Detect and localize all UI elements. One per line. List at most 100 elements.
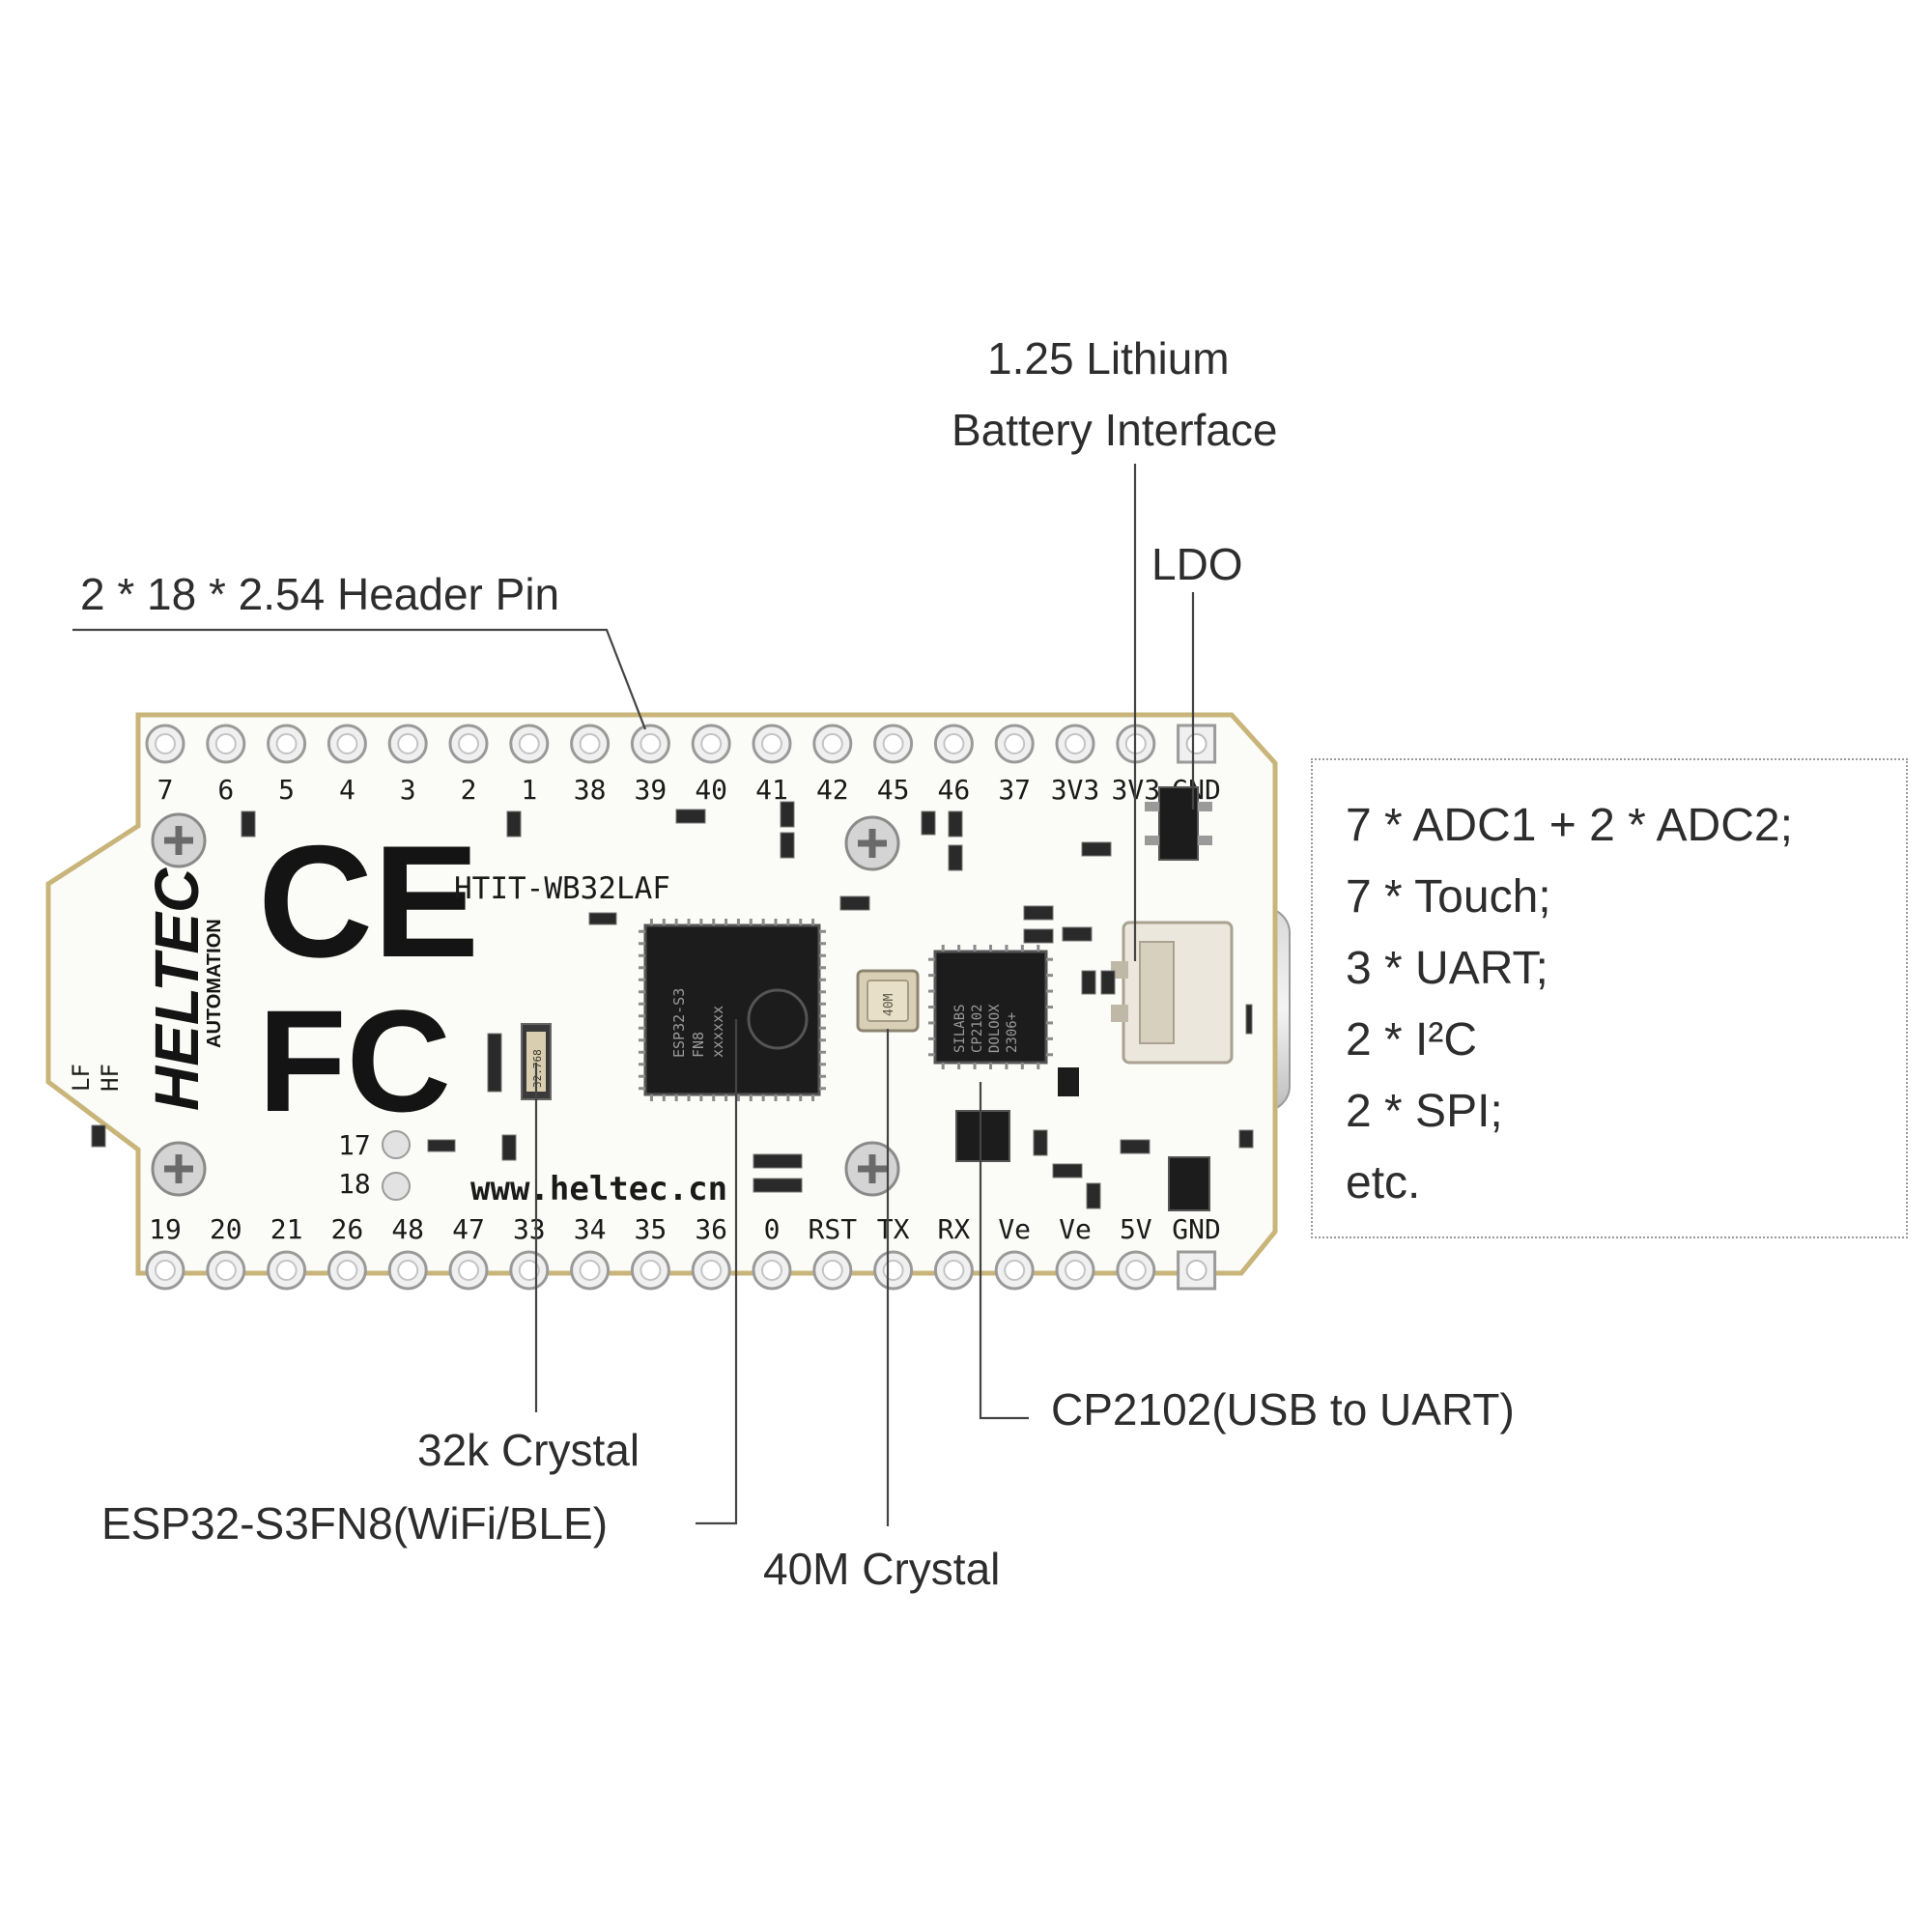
chip-pin [928, 1021, 935, 1025]
header-pin-hole [943, 733, 965, 754]
chip-pin [1020, 1063, 1024, 1069]
spec-line: 7 * ADC1 + 2 * ADC2; [1346, 800, 1793, 851]
passive-component [1081, 970, 1096, 995]
chip-pin [819, 1002, 826, 1006]
hf-label: HF [97, 1064, 124, 1092]
header-pin-hole [943, 1260, 965, 1281]
top-header-holes [145, 724, 1217, 764]
chip-pin [724, 1094, 728, 1101]
header-pin-hole [1065, 1260, 1086, 1281]
chip-pin [1046, 974, 1053, 978]
chip-pin [819, 978, 826, 981]
chip-pin [1046, 1053, 1053, 1057]
bottom-pin-label: 34 [574, 1213, 607, 1245]
chip-pin [1037, 1063, 1040, 1069]
header-pin-hole [1004, 733, 1026, 754]
header-pin-hole [882, 733, 904, 754]
chip-pin [1046, 989, 1053, 993]
callout-ldo: LDO [1151, 539, 1243, 589]
callout-32k-crystal: 32k Crystal [417, 1425, 640, 1475]
chip-pin [674, 1094, 678, 1101]
chip-pin [928, 1037, 935, 1040]
chip-pin [662, 1094, 666, 1101]
callout-header-pin: 2 * 18 * 2.54 Header Pin [80, 569, 560, 619]
bottom-pin-label: 20 [210, 1213, 242, 1245]
passive-component [1245, 1004, 1253, 1035]
chip-pin [989, 1063, 992, 1069]
esp32-chip: ESP32-S3 FN8 xxxxxx [639, 919, 826, 1101]
top-pin-label: 45 [877, 774, 910, 806]
chip-pin [761, 919, 765, 925]
passive-component [501, 1134, 517, 1161]
cp2102-marking-2: CP2102 [970, 1004, 985, 1053]
header-pin-hole [275, 1260, 298, 1281]
passive-component [427, 1139, 456, 1152]
chip-pin [928, 974, 935, 978]
cp2102-marking-3: DOLOOX [987, 1004, 1003, 1053]
chip-pin [639, 966, 645, 970]
header-pin-hole [639, 1260, 662, 1281]
top-pin-label: 7 [157, 774, 174, 806]
chip-pin [639, 929, 645, 933]
chip-pin [639, 1038, 645, 1042]
bottom-pin-label: GND [1172, 1213, 1221, 1245]
top-pin-label: 5 [278, 774, 295, 806]
header-pin-hole [397, 1260, 419, 1281]
specs-box: 7 * ADC1 + 2 * ADC2; 7 * Touch; 3 * UART… [1311, 758, 1908, 1238]
spec-line: 2 * SPI; [1346, 1086, 1503, 1137]
passive-component [839, 895, 870, 911]
chip-pin [639, 1050, 645, 1054]
chip-pin [639, 1074, 645, 1078]
spec-line: 2 * I²C [1346, 1014, 1478, 1065]
top-pin-label: 2 [461, 774, 477, 806]
chip-pin [712, 1094, 716, 1101]
header-pin-hole [518, 1260, 540, 1281]
chip-pin [1046, 1006, 1053, 1009]
passive-component [1100, 970, 1116, 995]
chip-pin [819, 942, 826, 946]
chip-pin [819, 1087, 826, 1091]
chip-pin [639, 1063, 645, 1066]
spec-line: etc. [1346, 1157, 1421, 1208]
board-website: www.heltec.cn [470, 1170, 727, 1208]
led-icon [382, 1172, 411, 1201]
chip-pin [736, 919, 740, 925]
passive-component [675, 809, 706, 824]
passive-component [1238, 1129, 1254, 1149]
bottom-pin-label: 36 [695, 1213, 727, 1245]
chip-pin [928, 957, 935, 961]
ldo-chip [1145, 786, 1212, 861]
passive-component [588, 912, 617, 925]
pin-17-label: 17 [338, 1129, 371, 1161]
top-pin-label: 39 [635, 774, 668, 806]
board-model: HTIT-WB32LAF [454, 871, 670, 906]
top-pin-label: 38 [574, 774, 607, 806]
passive-component [948, 810, 963, 838]
callout-cp2102: CP2102(USB to UART) [1051, 1384, 1515, 1435]
passive-component [753, 1178, 803, 1193]
chip-pin [819, 1050, 826, 1054]
chip-pin [786, 1094, 790, 1101]
bottom-pin-label: 5V [1120, 1213, 1152, 1245]
mounting-screw-icon [844, 1141, 900, 1197]
chip-pin [687, 1094, 691, 1101]
header-pin-hole [882, 1260, 904, 1281]
chip-pin [973, 945, 977, 952]
header-pin-hole [639, 733, 662, 754]
chip-pin [639, 978, 645, 981]
chip-pin [819, 1038, 826, 1042]
chip-pin [1046, 957, 1053, 961]
bottom-pin-label: Ve [998, 1213, 1031, 1245]
chip-pin [941, 1063, 945, 1069]
battery-connector [1111, 921, 1234, 1065]
top-pin-label: 41 [755, 774, 788, 806]
chip-pin [674, 919, 678, 925]
passive-component [1023, 905, 1054, 921]
chip-pin [774, 919, 778, 925]
chip-pin [1005, 1063, 1009, 1069]
chip-pin [639, 1087, 645, 1091]
bottom-pin-label: 47 [452, 1213, 485, 1245]
mounting-screw-icon [844, 815, 900, 871]
passive-component [506, 810, 522, 838]
header-pin-hole [155, 1260, 176, 1281]
